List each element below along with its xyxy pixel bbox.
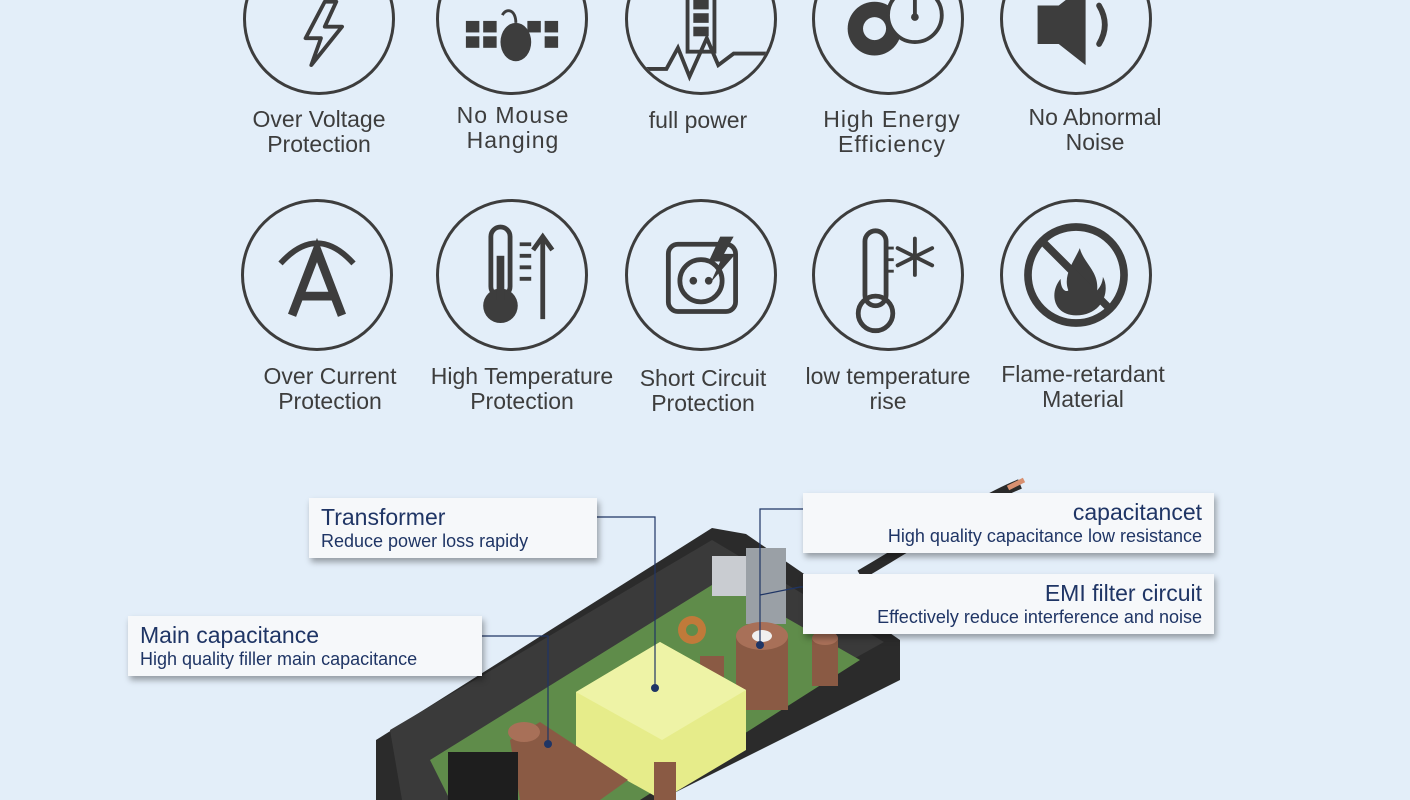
callout-title: EMI filter circuit	[1044, 580, 1202, 606]
thermometer-snowflake-icon	[812, 199, 964, 351]
speaker-icon	[1000, 0, 1152, 95]
no-fire-icon	[1000, 199, 1152, 351]
socket-spark-icon	[625, 199, 777, 351]
callout-transformer: Transformer Reduce power loss rapidy	[309, 498, 597, 558]
thermometer-up-icon	[436, 199, 588, 351]
callout-subtitle: Effectively reduce interference and nois…	[877, 607, 1202, 627]
keyboard-mouse-icon	[436, 0, 588, 95]
ampere-icon	[241, 199, 393, 351]
callout-subtitle: High quality capacitance low resistance	[887, 526, 1202, 546]
callout-emi-filter: EMI filter circuit Effectively reduce in…	[803, 574, 1214, 634]
callout-title: Transformer	[321, 504, 446, 530]
callout-capacitance: capacitancet High quality capacitance lo…	[803, 493, 1214, 553]
callout-subtitle: High quality filler main capacitance	[140, 649, 418, 669]
callout-main-capacitance: Main capacitance High quality filler mai…	[128, 616, 482, 676]
callout-title: capacitancet	[1072, 499, 1202, 525]
battery-power-icon	[625, 0, 777, 95]
callout-title: Main capacitance	[140, 622, 319, 648]
callout-subtitle: Reduce power loss rapidy	[321, 531, 529, 551]
feature-label: full power	[648, 107, 748, 133]
gear-gauge-icon	[812, 0, 964, 95]
